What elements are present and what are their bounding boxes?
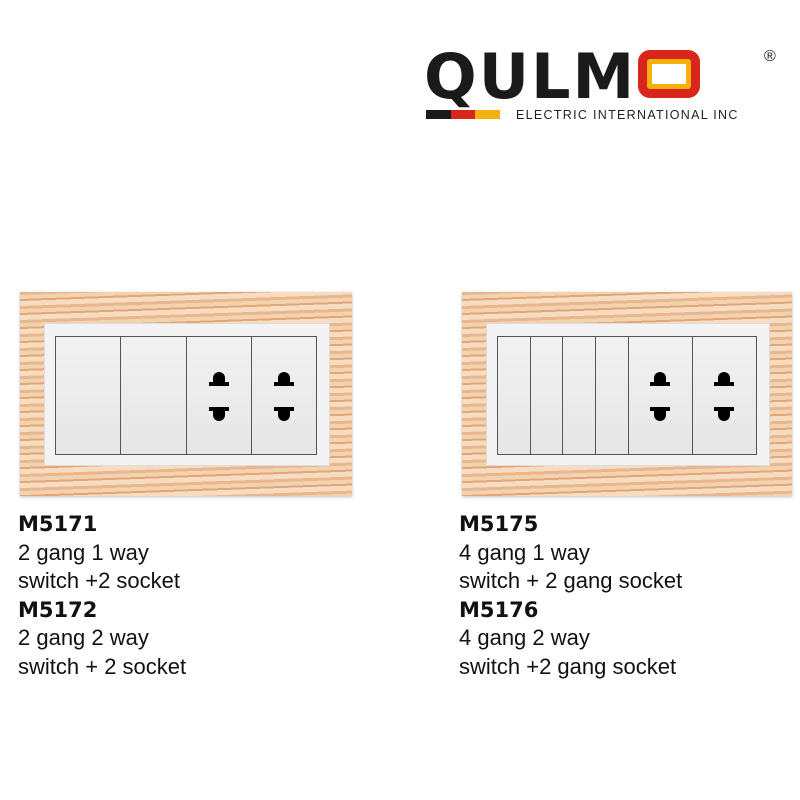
model-number: M5175 (459, 512, 539, 536)
description-line: 4 gang 2 way (459, 625, 590, 650)
product-image-m5171 (20, 292, 352, 496)
registered-mark: ® (764, 48, 776, 65)
description-line: 2 gang 1 way (18, 539, 149, 565)
product-description-left: M5171 2 gang 1 way switch +2 socket M517… (18, 510, 186, 681)
description-line: switch + 2 socket (18, 653, 187, 679)
description-line: 4 gang 1 way (459, 539, 590, 565)
description-line: 2 gang 2 way (18, 625, 149, 650)
socket (251, 337, 316, 454)
switch-modules (497, 336, 757, 455)
socket-hole-icon (650, 407, 671, 421)
model-number: M5171 (18, 512, 98, 536)
socket-hole-icon (714, 407, 735, 421)
product-image-m5175 (462, 292, 792, 496)
socket-hole-icon (273, 407, 294, 421)
switch-rocker (56, 337, 122, 454)
socket-hole-icon (208, 372, 229, 386)
switch-rocker (498, 337, 531, 454)
logo-wordmark: QULM (424, 46, 701, 108)
switch-modules (55, 336, 317, 455)
socket-hole-icon (714, 372, 735, 386)
product-description-right: M5175 4 gang 1 way switch + 2 gang socke… (459, 510, 682, 681)
socket (692, 337, 756, 454)
model-number: M5176 (459, 597, 539, 622)
model-number: M5172 (18, 597, 98, 622)
logo-o-mark (638, 50, 701, 98)
description-line: switch + 2 gang socket (459, 568, 683, 593)
socket-hole-icon (208, 407, 229, 421)
logo-tagline: ELECTRIC INTERNATIONAL INC (516, 108, 739, 122)
description-line: switch +2 socket (18, 568, 181, 593)
inner-frame (44, 323, 330, 466)
inner-frame (486, 323, 770, 466)
switch-rocker (121, 337, 187, 454)
switch-rocker (595, 337, 629, 454)
switch-rocker (530, 337, 564, 454)
socket (628, 337, 693, 454)
socket-hole-icon (273, 372, 294, 386)
socket-hole-icon (650, 372, 671, 386)
logo-text: QULM (424, 40, 637, 113)
flag-stripes (426, 110, 501, 119)
socket (186, 337, 252, 454)
brand-logo: QULM ® ELECTRIC INTERNATIONAL INC (424, 46, 784, 126)
description-line: switch +2 gang socket (459, 653, 677, 679)
switch-rocker (563, 337, 596, 454)
